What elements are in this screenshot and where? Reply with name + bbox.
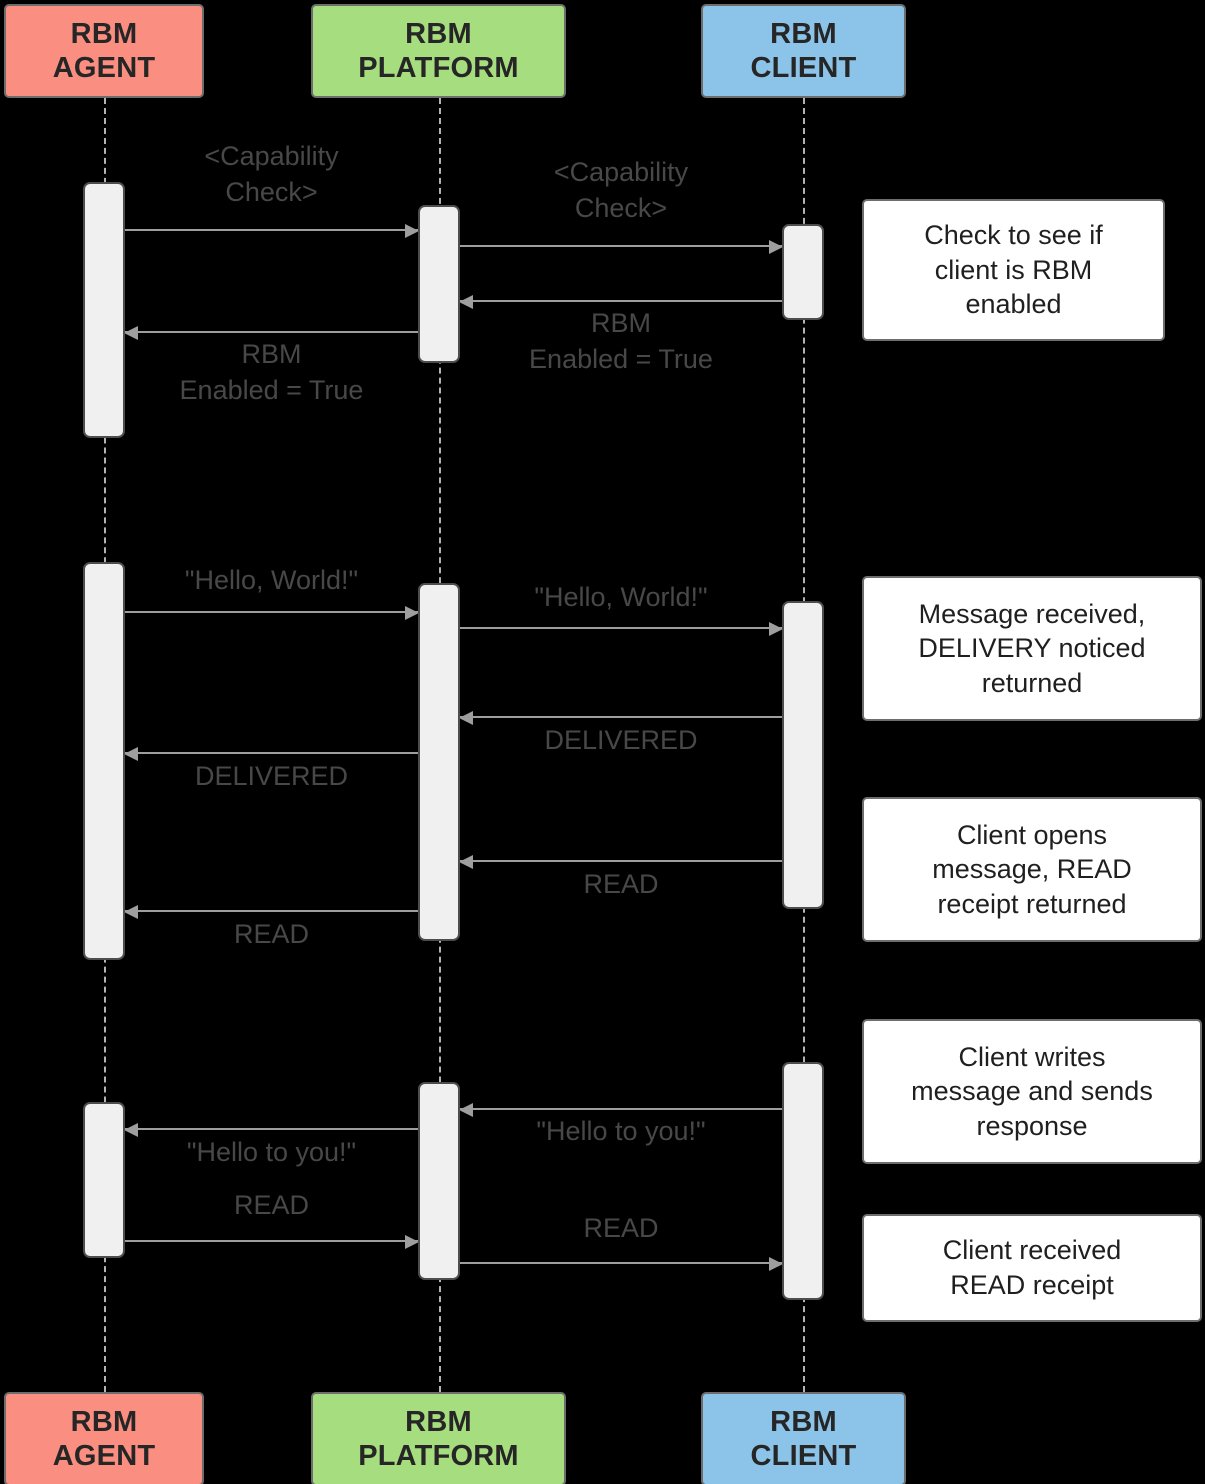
actor-label-line2: AGENT xyxy=(52,52,156,84)
message-arrow-m10 xyxy=(124,905,418,919)
arrowhead-icon xyxy=(459,855,473,869)
message-label-m2: <Capability Check> xyxy=(553,157,689,223)
message-arrow-m14 xyxy=(460,1257,783,1271)
message-label-m10: READ xyxy=(233,919,309,949)
message-label-m14: READ xyxy=(583,1213,659,1243)
note-box-n5: Client received READ receipt xyxy=(862,1214,1202,1322)
activation-bar-agent xyxy=(83,1102,125,1258)
arrowhead-icon xyxy=(124,747,138,761)
message-label-m8: DELIVERED xyxy=(194,761,349,791)
message-arrow-m12 xyxy=(124,1123,418,1137)
activation-bar-client xyxy=(782,1062,824,1300)
note-box-n2: Message received, DELIVERY noticed retur… xyxy=(862,576,1202,721)
actor-label-line2: CLIENT xyxy=(750,1440,857,1472)
message-label-m5: "Hello, World!" xyxy=(184,565,359,595)
message-arrow-m4 xyxy=(124,326,418,340)
message-label-m1: <Capability Check> xyxy=(204,141,339,207)
actor-label-line1: RBM xyxy=(70,17,138,50)
message-arrow-m6 xyxy=(460,622,783,636)
message-arrow-m3 xyxy=(459,295,782,309)
activation-bar-client xyxy=(782,601,824,909)
arrowhead-icon xyxy=(459,711,473,725)
arrowhead-icon xyxy=(769,1257,783,1271)
actor-label-line2: PLATFORM xyxy=(358,1440,519,1472)
activation-bar-agent xyxy=(83,562,125,960)
activation-bar-agent xyxy=(83,182,125,438)
arrowhead-icon xyxy=(769,240,783,254)
message-arrow-m2 xyxy=(460,240,783,254)
message-arrow-m13 xyxy=(125,1235,419,1249)
actor-label-line1: RBM xyxy=(405,1405,472,1438)
message-label-m3: RBM Enabled = True xyxy=(529,308,713,374)
message-arrow-m5 xyxy=(125,606,419,620)
actor-label-line1: RBM xyxy=(770,17,837,50)
message-arrow-m9 xyxy=(459,855,782,869)
activation-bar-client xyxy=(782,224,824,320)
note-box-n4: Client writes message and sends response xyxy=(862,1019,1202,1164)
message-label-m12: "Hello to you!" xyxy=(186,1137,357,1167)
arrowhead-icon xyxy=(459,1103,473,1117)
actor-label-line2: CLIENT xyxy=(750,52,857,84)
message-label-m11: "Hello to you!" xyxy=(536,1116,706,1146)
activation-bar-platform xyxy=(418,205,460,363)
actor-label-line1: RBM xyxy=(770,1405,837,1438)
note-text: Message received, DELIVERY noticed retur… xyxy=(918,598,1146,698)
message-arrow-m7 xyxy=(459,711,782,725)
activation-bar-platform xyxy=(418,1082,460,1280)
actor-label-line2: AGENT xyxy=(52,1440,156,1472)
message-arrow-m11 xyxy=(459,1103,782,1117)
message-label-m9: READ xyxy=(583,869,659,899)
message-arrow-m8 xyxy=(124,747,418,761)
arrowhead-icon xyxy=(405,1235,419,1249)
note-text: Client writes message and sends response xyxy=(911,1041,1153,1141)
note-box-n1: Check to see if client is RBM enabled xyxy=(862,199,1165,341)
activation-bar-platform xyxy=(418,583,460,941)
message-arrow-m1 xyxy=(125,224,419,238)
note-text: Client received READ receipt xyxy=(942,1235,1122,1300)
note-text: Check to see if client is RBM enabled xyxy=(924,220,1103,320)
message-label-m4: RBM Enabled = True xyxy=(179,339,364,405)
arrowhead-icon xyxy=(459,295,473,309)
message-label-m7: DELIVERED xyxy=(544,725,698,755)
actor-label-line1: RBM xyxy=(405,17,472,50)
arrowhead-icon xyxy=(769,622,783,636)
actor-label-line2: PLATFORM xyxy=(358,52,519,84)
note-box-n3: Client opens message, READ receipt retur… xyxy=(862,797,1202,942)
note-text: Client opens message, READ receipt retur… xyxy=(932,819,1132,919)
arrowhead-icon xyxy=(405,224,419,238)
arrowhead-icon xyxy=(124,326,138,340)
arrowhead-icon xyxy=(405,606,419,620)
arrowhead-icon xyxy=(124,1123,138,1137)
message-label-m6: "Hello, World!" xyxy=(534,582,708,612)
arrowhead-icon xyxy=(124,905,138,919)
actor-label-line1: RBM xyxy=(70,1405,138,1438)
message-label-m13: READ xyxy=(233,1190,309,1220)
